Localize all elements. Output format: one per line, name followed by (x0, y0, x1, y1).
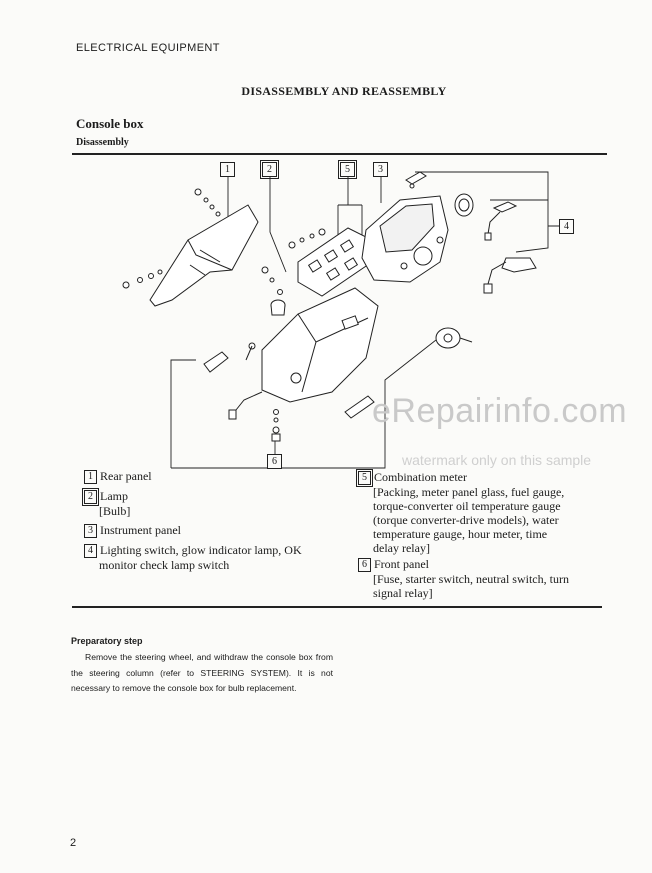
page-title: DISASSEMBLY AND REASSEMBLY (241, 84, 447, 98)
legend-detail-4: monitor check lamp switch (99, 558, 230, 572)
legend-detail-5-line-2: torque-converter oil temperature gauge (373, 499, 561, 513)
leader-4 (415, 171, 560, 253)
callout-6: 6 (267, 454, 282, 469)
preparatory-step-title: Preparatory step (71, 636, 143, 646)
legend-num-2: 2 (82, 488, 99, 506)
legend-detail-5-line-1: [Packing, meter panel glass, fuel gauge, (373, 485, 565, 499)
callout-5: 5 (338, 160, 357, 179)
legend-label-6: Front panel (374, 557, 429, 571)
legend-label-2: Lamp (100, 489, 128, 503)
meter-glass-ring (454, 193, 474, 217)
watermark-site: eRepairinfo.com (372, 392, 628, 430)
section-title: Console box (76, 116, 144, 131)
legend-num-5: 5 (356, 469, 373, 487)
preparatory-step-text: Remove the steering wheel, and withdraw … (71, 652, 333, 693)
diagram-frame-bottom (171, 447, 386, 469)
legend-detail-5-line-3: (torque converter-drive models), water (373, 513, 559, 527)
diagram-frame-right (384, 339, 437, 447)
legend-num-3: 3 (84, 524, 97, 538)
legend-label-3: Instrument panel (100, 523, 181, 537)
legend-detail-2: [Bulb] (99, 504, 131, 518)
rear-panel-part (149, 204, 259, 307)
legend-label-5: Combination meter (374, 470, 467, 484)
legend-label-1: Rear panel (100, 469, 152, 483)
page-number: 2 (70, 837, 77, 849)
subsection-title: Disassembly (76, 137, 129, 148)
callout-2: 2 (260, 160, 279, 179)
diagram-frame-left (170, 359, 196, 468)
legend-detail-6-line-2: signal relay] (373, 586, 433, 600)
legend-num-4: 4 (84, 544, 97, 558)
bottom-rule (72, 606, 602, 608)
legend-detail-5-line-5: delay relay] (373, 541, 430, 555)
lamp-part (261, 266, 286, 316)
legend-detail-6-line-1: [Fuse, starter switch, neutral switch, t… (373, 572, 569, 586)
legend-label-4: Lighting switch, glow indicator lamp, OK (100, 543, 302, 557)
lighting-switch-parts (405, 171, 537, 294)
callout-4: 4 (559, 219, 574, 234)
top-rule (72, 153, 607, 155)
watermark-notice: watermark only on this sample (402, 452, 592, 468)
front-panel-part (261, 287, 379, 403)
side-pad-parts (203, 342, 375, 442)
instrument-panel-part (361, 195, 449, 283)
leader-2 (269, 176, 287, 273)
leader-5 (337, 176, 363, 240)
callout-3: 3 (373, 162, 388, 177)
callout-1: 1 (220, 162, 235, 177)
rear-panel-screws (122, 188, 221, 289)
legend-detail-5-line-4: temperature gauge, hour meter, time (373, 527, 548, 541)
combination-meter-part (288, 227, 373, 297)
running-header: ELECTRICAL EQUIPMENT (76, 42, 220, 54)
legend-num-1: 1 (84, 470, 97, 484)
starter-switch-part (435, 327, 473, 349)
legend-num-6: 6 (358, 558, 371, 572)
